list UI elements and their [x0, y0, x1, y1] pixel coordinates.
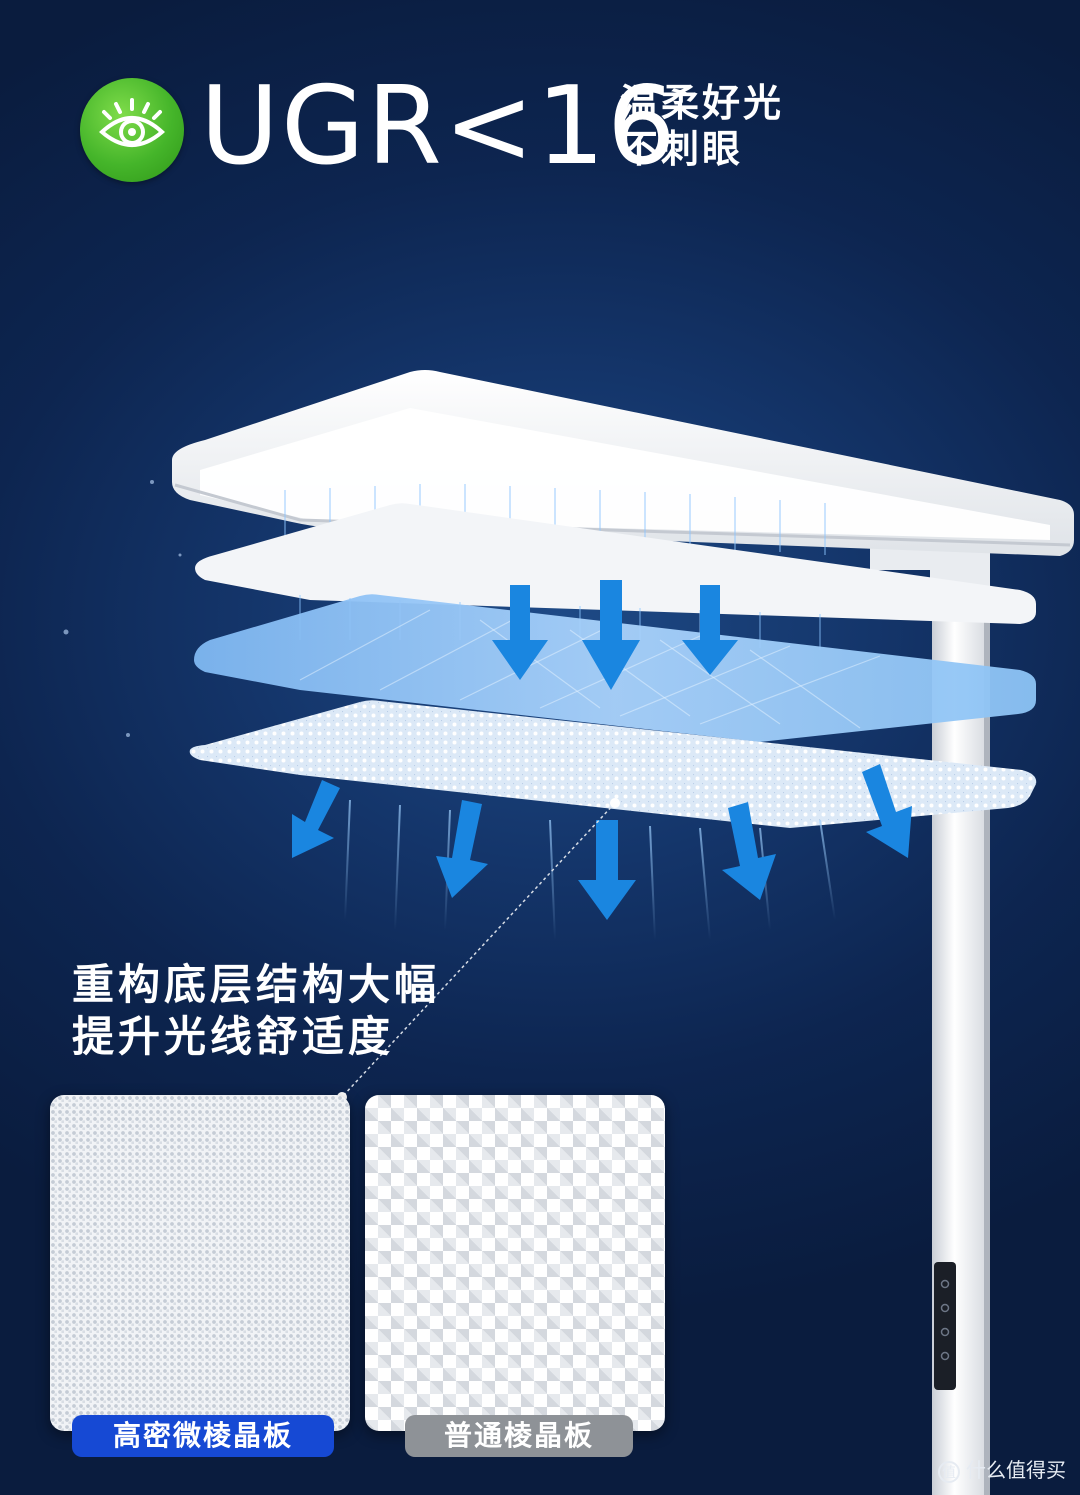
description-line-1: 重构底层结构大幅 [72, 960, 441, 1009]
callout-line [341, 802, 616, 1098]
watermark-logo-icon: 值 [938, 1460, 960, 1483]
tagline-line-2: 不刺眼 [620, 127, 744, 171]
description-line-2: 提升光线舒适度 [72, 1012, 395, 1061]
callout-dot [610, 798, 620, 808]
high-density-prism-label: 高密微棱晶板 [72, 1415, 334, 1457]
watermark-text: 什么值得买 [966, 1458, 1066, 1482]
ugr-headline: UGR<16 [200, 64, 678, 189]
eye-badge [80, 78, 184, 182]
watermark: 值什么值得买 [938, 1454, 1066, 1483]
eye-icon [99, 98, 165, 147]
high-density-prism-sample [50, 1095, 350, 1431]
arrows-upper [492, 580, 738, 690]
standard-prism-sample [365, 1095, 665, 1431]
micro-prism-layer [189, 700, 1037, 828]
standard-prism-label: 普通棱晶板 [405, 1415, 633, 1457]
diffuser-layer [195, 503, 1036, 624]
touch-panel [934, 1262, 956, 1390]
pole-edge [984, 560, 990, 1495]
arrows-lower [292, 764, 912, 920]
tagline-line-1: 温柔好光 [620, 81, 785, 125]
